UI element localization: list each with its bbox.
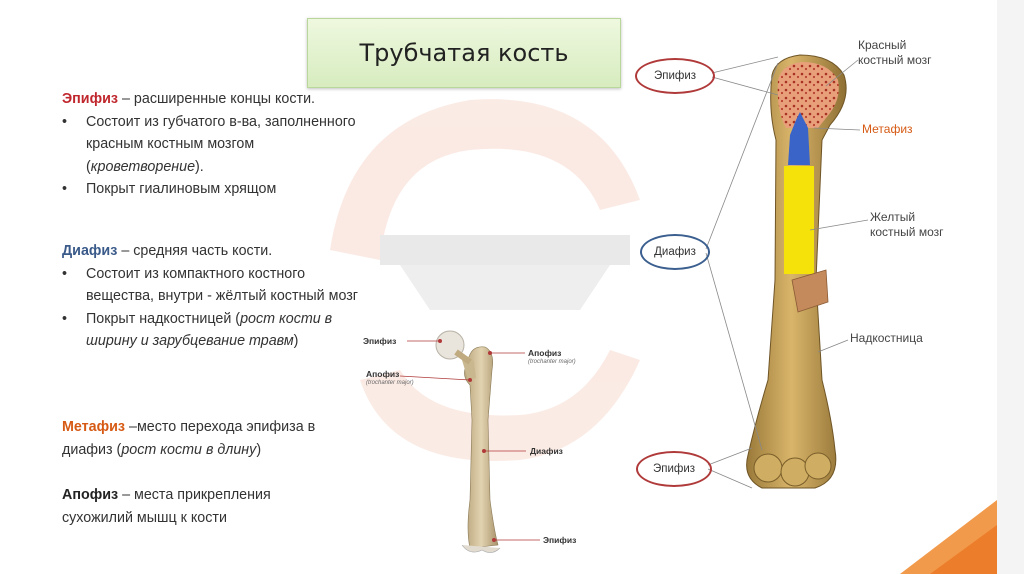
red-marrow-label: Красный костный мозг bbox=[858, 38, 948, 68]
large-epiphysis-top-oval: Эпифиз bbox=[635, 58, 715, 94]
large-epiphysis-top-label: Эпифиз bbox=[654, 70, 696, 82]
large-diaphysis-oval: Диафиз bbox=[640, 234, 710, 270]
large-epiphysis-bottom-label: Эпифиз bbox=[653, 463, 695, 475]
periosteum-label: Надкостница bbox=[850, 331, 923, 345]
metaphysis-label: Метафиз bbox=[862, 122, 913, 136]
large-diaphysis-label: Диафиз bbox=[654, 246, 696, 258]
large-epiphysis-bottom-oval: Эпифиз bbox=[636, 451, 712, 487]
yellow-marrow-label: Желтый костный мозг bbox=[870, 210, 955, 240]
